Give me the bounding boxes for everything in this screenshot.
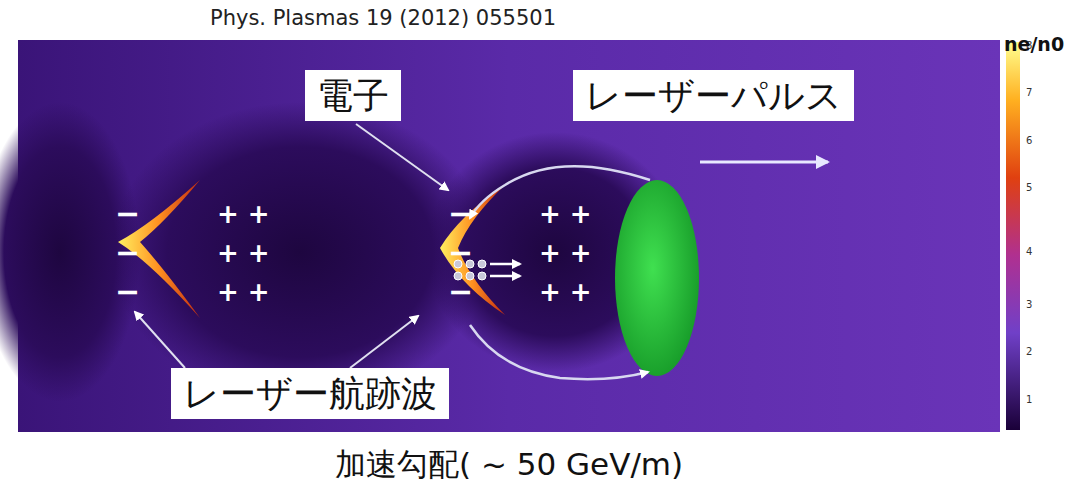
charge-sign: + + bbox=[539, 201, 592, 227]
charge-sign: + + bbox=[539, 279, 592, 305]
charge-sign: − bbox=[115, 277, 140, 307]
caption: 加速勾配( ~ 50 GeV/m) bbox=[335, 444, 683, 486]
box-text: レーザーパルス bbox=[585, 74, 842, 117]
charge-sign: − bbox=[448, 199, 473, 229]
colorbar-tick: 2 bbox=[1026, 347, 1032, 357]
colorbar-tick: 5 bbox=[1026, 183, 1032, 193]
colorbar-tick: 4 bbox=[1026, 247, 1032, 257]
colorbar-tick: 6 bbox=[1026, 136, 1032, 146]
colorbar-tick: 1 bbox=[1026, 395, 1032, 405]
label-box: レーザー航跡波 bbox=[171, 368, 449, 419]
colorbar-tick: 7 bbox=[1026, 88, 1032, 98]
colorbar-title: ne/n0 bbox=[1004, 35, 1064, 54]
charge-sign: + + bbox=[539, 240, 592, 266]
box-text: レーザー航跡波 bbox=[183, 372, 437, 415]
charge-sign: − bbox=[115, 238, 140, 268]
charge-sign: + + bbox=[217, 201, 270, 227]
charge-sign: − bbox=[115, 199, 140, 229]
label-box: 電子 bbox=[305, 70, 401, 121]
charge-sign: + + bbox=[217, 279, 270, 305]
box-text: 電子 bbox=[317, 74, 389, 117]
label-box: レーザーパルス bbox=[573, 70, 854, 121]
charge-sign: + + bbox=[217, 240, 270, 266]
colorbar-tick: 3 bbox=[1026, 300, 1032, 310]
charge-sign: − bbox=[448, 277, 473, 307]
charge-sign: − bbox=[448, 238, 473, 268]
source-title: Phys. Plasmas 19 (2012) 055501 bbox=[210, 6, 556, 30]
